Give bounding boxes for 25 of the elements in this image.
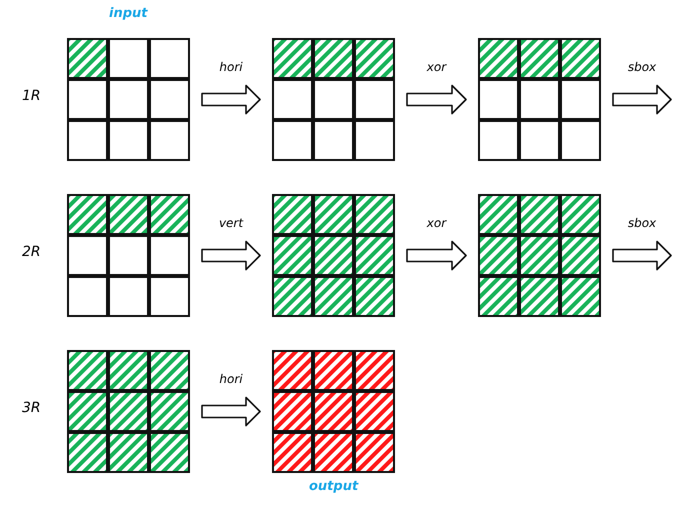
- grid-drawing: [67, 350, 190, 473]
- arrow: [612, 240, 672, 270]
- row-label: 3R: [22, 400, 41, 416]
- arrow: [201, 240, 261, 270]
- edge-label: hori: [219, 372, 243, 386]
- arrow: [406, 84, 467, 114]
- grid-drawing: [67, 38, 190, 161]
- caption-text: input: [109, 6, 148, 21]
- edge-label: hori: [219, 60, 243, 74]
- arrow: [201, 396, 261, 426]
- row-label: 1R: [22, 88, 41, 104]
- arrow: [406, 240, 467, 270]
- row-label: 2R: [22, 244, 41, 260]
- edge-label: sbox: [628, 216, 656, 230]
- grid-drawing: [478, 194, 601, 317]
- edge-label: sbox: [628, 60, 656, 74]
- grid-drawing: [272, 38, 395, 161]
- arrow: [612, 84, 672, 114]
- edge-label: vert: [218, 216, 244, 230]
- grid-drawing: [478, 38, 601, 161]
- grid-drawing: [272, 194, 395, 317]
- grid-drawing: [67, 194, 190, 317]
- grid-drawing: [272, 350, 395, 473]
- arrow: [201, 84, 261, 114]
- caption-text: output: [309, 479, 358, 494]
